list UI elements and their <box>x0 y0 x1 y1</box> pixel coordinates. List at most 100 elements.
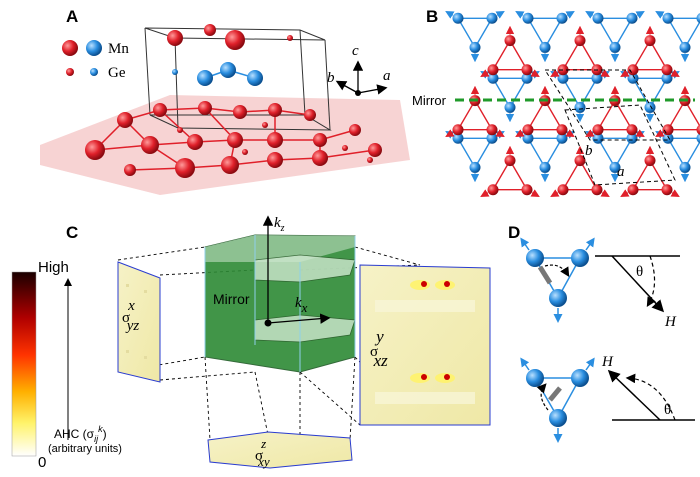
lattice-triangle <box>561 159 599 191</box>
spin-arrow <box>620 69 630 78</box>
spin-arrow <box>670 189 680 198</box>
mirror-label: Mirror <box>412 93 447 108</box>
atom <box>85 140 105 160</box>
mn-atom <box>627 64 639 76</box>
mn-atom <box>556 124 568 136</box>
spin-arrow <box>585 10 595 19</box>
mn-atom <box>592 132 604 144</box>
lattice-triangle <box>456 17 494 49</box>
atom <box>167 30 183 46</box>
ge-atom <box>367 157 373 163</box>
lattice-triangle <box>631 39 669 71</box>
mn-atom <box>662 132 674 144</box>
atom <box>268 103 282 117</box>
lattice-triangle <box>596 17 634 49</box>
mn-atom <box>627 72 639 84</box>
kz-label: kz <box>274 215 285 234</box>
mn-atom <box>557 184 569 196</box>
panel-c-label: C <box>66 223 78 242</box>
mn-blue-atoms <box>172 62 263 86</box>
atom <box>141 136 159 154</box>
sigma-xz-hotspots <box>375 280 475 404</box>
lattice-triangle <box>526 17 564 49</box>
sigma-xy-face <box>207 431 353 469</box>
unit-cell-outline <box>564 104 676 186</box>
mn-atom <box>486 124 498 136</box>
unit-cell-outline <box>544 69 671 141</box>
spin-arrow <box>515 129 525 138</box>
atom <box>197 70 213 86</box>
mn-atom <box>592 12 604 24</box>
axis-c-label: c <box>352 43 359 59</box>
mn-atom <box>661 72 673 84</box>
mn-atom <box>696 13 700 24</box>
mn-atom <box>539 41 551 53</box>
lattice-triangle <box>526 137 564 169</box>
lattice-triangle <box>526 99 564 131</box>
lattice-triangle <box>666 17 700 49</box>
axis-a-label: a <box>617 164 625 180</box>
mn-atom <box>574 35 586 47</box>
spin-arrow <box>670 69 680 78</box>
theta-label-top: θ <box>636 264 643 280</box>
spin-arrow <box>635 10 645 19</box>
spin-arrow <box>565 129 575 138</box>
lattice-triangle <box>491 39 529 71</box>
mn-atom <box>522 124 534 136</box>
mn-atom <box>521 64 533 76</box>
atom <box>204 24 216 36</box>
mn-atom <box>662 124 674 136</box>
ge-atom <box>287 35 293 41</box>
mn-atom <box>644 155 656 167</box>
atom <box>368 143 382 157</box>
mn-atom <box>557 72 569 84</box>
colorbar-low-label: 0 <box>38 454 46 471</box>
legend-mn-blue-atom <box>86 40 102 56</box>
mn-atom <box>626 132 638 144</box>
atom <box>124 164 136 176</box>
axis-b-label: b <box>585 143 593 159</box>
spin-arrow <box>445 129 455 138</box>
mn-atom <box>486 12 498 24</box>
spin-arrow <box>600 69 610 78</box>
mn-atom <box>591 184 603 196</box>
atom <box>198 101 212 115</box>
panel-b: B Mirror b a <box>412 7 700 198</box>
axis-a-label: a <box>383 68 391 84</box>
mn-atom <box>504 155 516 167</box>
mn-atom <box>627 184 639 196</box>
atom <box>227 132 243 148</box>
mn-atom <box>469 161 481 173</box>
lattice-triangle <box>631 159 669 191</box>
mn-atom <box>522 132 534 144</box>
kagome-lattice-top-view <box>445 10 700 198</box>
spin-arrow <box>635 129 645 138</box>
mn-atom <box>521 184 533 196</box>
theta-arc-bottom <box>625 373 676 421</box>
mn-atom <box>504 35 516 47</box>
mn-atom <box>521 72 533 84</box>
spin-arrow <box>530 69 540 78</box>
atom <box>304 109 316 121</box>
spin-triangle-top <box>520 237 595 323</box>
atom <box>312 150 328 166</box>
mirror-label: Mirror <box>213 291 250 307</box>
lattice-triangle <box>491 159 529 191</box>
atom <box>175 158 195 178</box>
colorbar <box>11 271 37 457</box>
mn-atom <box>591 72 603 84</box>
mn-atom <box>486 132 498 144</box>
kx-label: kx <box>295 295 308 315</box>
mn-atom <box>592 124 604 136</box>
ge-atom <box>262 122 268 128</box>
mn-atom <box>487 184 499 196</box>
mn-atom <box>504 101 516 113</box>
legend-ge-blue-atom <box>90 68 98 76</box>
legend-mn-red-atom <box>62 40 78 56</box>
panel-b-label: B <box>426 7 438 26</box>
atom <box>117 112 133 128</box>
mn-atom <box>609 41 621 53</box>
atom <box>153 103 167 117</box>
